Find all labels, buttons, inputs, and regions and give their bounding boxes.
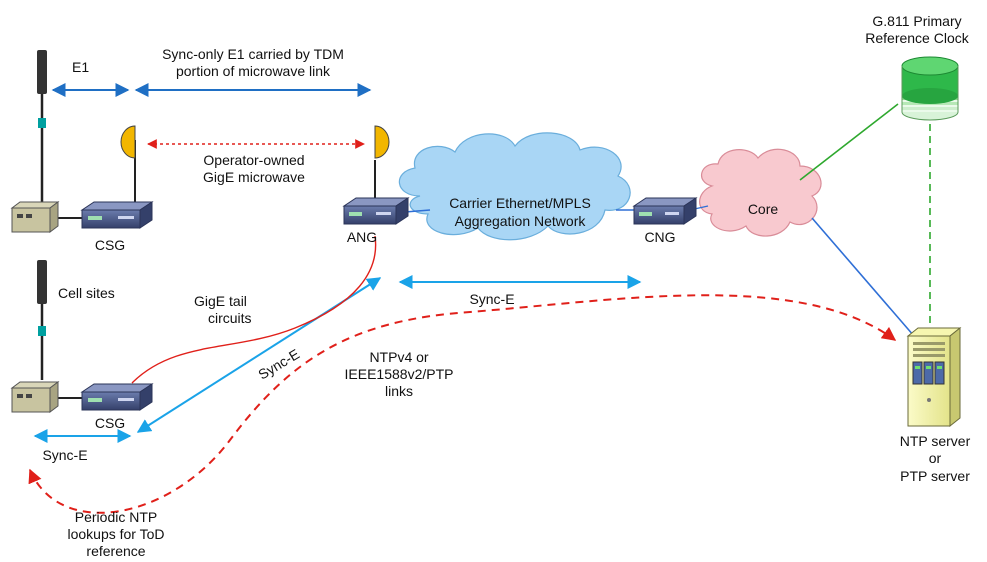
server-label-line3: PTP server [900,468,970,484]
csg-bottom-device [80,383,154,411]
e1-label: E1 [72,59,89,75]
server-label-line1: NTP server [900,433,971,449]
gige-tail-circuit [131,235,377,384]
sync-only-e1-label-line2: portion of microwave link [176,63,331,79]
carrier-ethernet-cloud [398,132,631,241]
csg-top-label: CSG [95,237,125,253]
ang-device [342,197,410,225]
microwave-dish-right [374,125,390,198]
ang-link [404,209,431,213]
cng-device [632,197,698,225]
csg-bottom-label: CSG [95,415,125,431]
microwave-dish-left [120,125,136,159]
sync-e-cellsite-label: Sync-E [42,447,87,463]
periodic-ntp-label-line2: lookups for ToD [67,526,164,542]
prc-to-core-line [799,103,899,181]
base-station-top [10,201,60,233]
cell-tower-top [37,50,136,219]
microwave-label-line2: GigE microwave [203,169,305,185]
core-cloud [699,148,822,237]
primary-reference-clock [901,56,959,121]
base-station-bottom [10,381,60,413]
ntp-label-line2: IEEE1588v2/PTP [345,366,454,382]
ntp-ptp-link [28,294,897,514]
gige-tail-label-line1: GigE tail [194,293,247,309]
core-to-server-line [811,217,915,337]
carrier-cloud-label-line1: Carrier Ethernet/MPLS [449,195,591,211]
core-label: Core [748,201,779,217]
sync-e-aggregation-label: Sync-E [469,291,514,307]
cng-label: CNG [644,229,675,245]
cell-tower-bottom [37,260,82,399]
carrier-cloud-label-line2: Aggregation Network [455,213,587,229]
ntp-label-line3: links [385,383,413,399]
prc-label-line1: G.811 Primary [872,13,961,29]
gige-tail-label-line2: circuits [208,310,252,326]
csg-top-device [80,201,154,229]
periodic-ntp-label-line1: Periodic NTP [75,509,157,525]
ntp-label-line1: NTPv4 or [369,349,428,365]
microwave-label-line1: Operator-owned [203,152,304,168]
ntp-ptp-server [906,326,962,428]
periodic-ntp-label-line3: reference [86,543,145,559]
cell-sites-label: Cell sites [58,285,115,301]
prc-label-line2: Reference Clock [865,30,969,46]
sync-e-diagonal-label: Sync-E [255,346,302,383]
server-label-line2: or [929,450,942,466]
ang-label: ANG [347,229,377,245]
sync-only-e1-label-line1: Sync-only E1 carried by TDM [162,46,344,62]
